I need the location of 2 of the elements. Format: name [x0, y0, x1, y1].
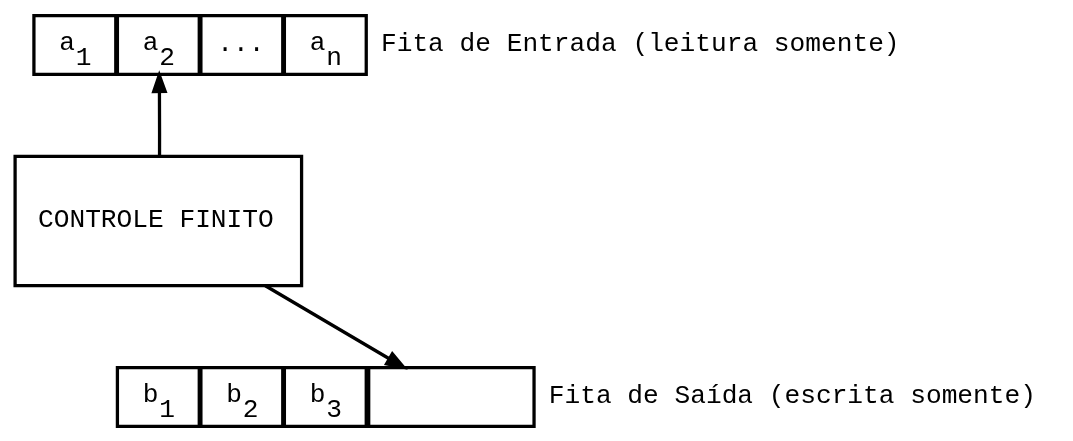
label: Fita de Saída (escrita somente) — [548, 380, 1036, 411]
label: Fita de Entrada (leitura somente) — [380, 28, 900, 59]
